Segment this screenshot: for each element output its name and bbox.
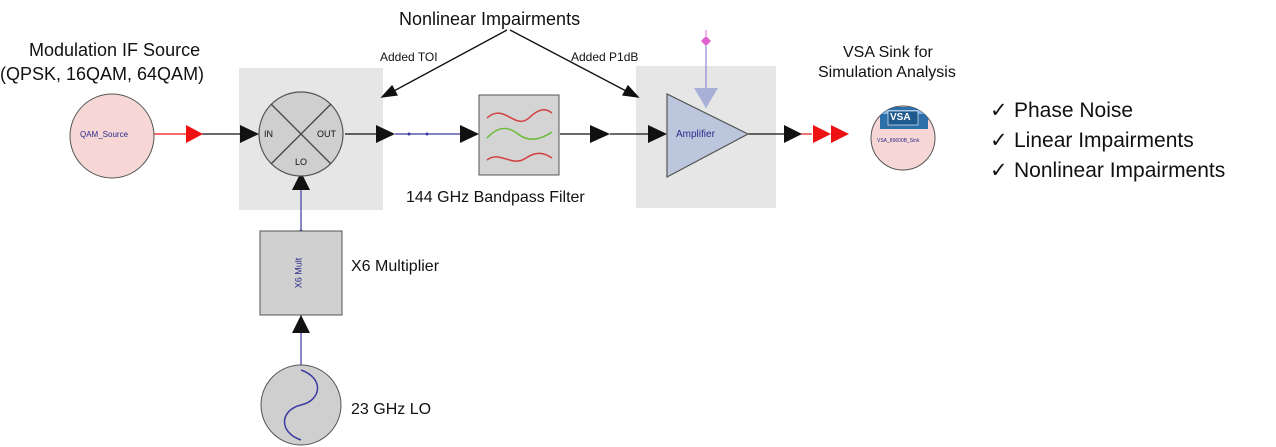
x6-multiplier-caption: X6 Multiplier	[351, 258, 440, 275]
source-caption-line2: (QPSK, 16QAM, 64QAM)	[0, 64, 205, 84]
nonlinear-impairments-heading: Nonlinear Impairments	[399, 9, 581, 29]
vsa-logo	[887, 110, 919, 126]
probe-pin-icon	[701, 30, 711, 46]
source-caption-line1: Modulation IF Source	[29, 40, 201, 60]
added-toi-label: Added TOI	[380, 50, 438, 64]
check-icon: ✓	[990, 99, 1008, 122]
arrow-lo-to-mult	[292, 315, 310, 333]
arrow-source-out	[186, 125, 203, 143]
arrow-sink-in-1	[813, 125, 831, 143]
feature-item: ✓Nonlinear Impairments	[990, 156, 1225, 186]
amp-control-arrow	[694, 88, 718, 108]
feature-item: ✓Phase Noise	[990, 96, 1225, 126]
arrow-amp-out	[784, 125, 802, 143]
mixer-port-in: IN	[264, 129, 273, 139]
arrow-sink-in-2	[831, 125, 849, 143]
feature-checklist: ✓Phase Noise ✓Linear Impairments ✓Nonlin…	[990, 96, 1225, 186]
vsa-logo-text: VSA	[890, 112, 911, 123]
signal-wires	[154, 46, 812, 366]
x6-multiplier-block	[259, 230, 343, 316]
qam-source-block	[69, 93, 155, 179]
vsa-sink-block	[870, 105, 936, 171]
amplifier-icon	[666, 93, 750, 178]
vsa-sink-label: VSA_89600B_Sink	[877, 138, 920, 144]
filter-caption: 144 GHz Bandpass Filter	[406, 189, 585, 206]
signal-arrows	[186, 88, 849, 333]
mixer-port-out: OUT	[317, 129, 336, 139]
amplifier-label: Amplifier	[676, 129, 715, 140]
arrow-filter-in	[460, 125, 479, 143]
feature-item: ✓Linear Impairments	[990, 126, 1225, 156]
impairment-pointers	[380, 29, 640, 98]
arrow-lo-to-mixer	[292, 172, 310, 190]
sink-caption-line1: VSA Sink for	[843, 44, 933, 61]
mixer-port-lo: LO	[295, 157, 308, 167]
qam-source-label: QAM_Source	[80, 130, 129, 139]
arrow-filter-out	[590, 125, 610, 143]
bandpass-filter-icon	[478, 94, 560, 176]
x6-mult-label: X6 Mult	[293, 257, 304, 289]
arrow-amp-in	[648, 125, 667, 143]
added-p1db-label: Added P1dB	[571, 50, 639, 64]
arrow-mixer-out	[376, 125, 395, 143]
arrow-mixer-in	[240, 125, 259, 143]
lo-source-icon	[260, 364, 342, 446]
check-icon: ✓	[990, 129, 1008, 152]
mixer-icon	[258, 91, 344, 177]
check-icon: ✓	[990, 159, 1008, 182]
sink-caption-line2: Simulation Analysis	[818, 64, 956, 81]
lo-caption: 23 GHz LO	[351, 401, 432, 418]
